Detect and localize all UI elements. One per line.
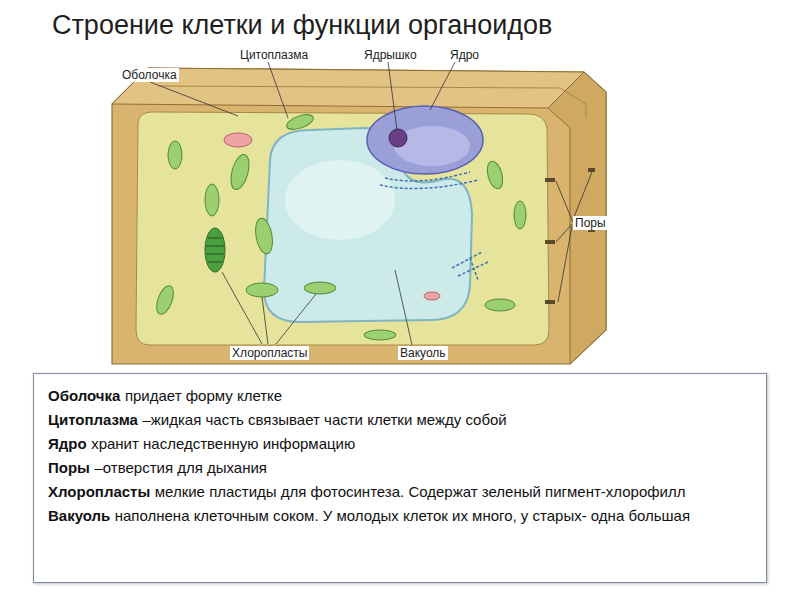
part-label: Ядро xyxy=(448,48,481,62)
organelle-term: Ядро xyxy=(48,435,87,452)
cell-wall xyxy=(112,68,606,364)
organelle-term: Цитоплазма xyxy=(48,411,138,428)
organelle-function: –жидкая часть связывает части клетки меж… xyxy=(142,411,506,428)
description-row: Поры–отверстия для дыхания xyxy=(48,456,752,480)
organelle-function: наполнена клеточным соком. У молодых кле… xyxy=(115,507,690,524)
organelle-term: Вакуоль xyxy=(48,507,110,524)
organelle-function: придает форму клетке xyxy=(125,387,282,404)
organelle-function: хранит наследственную информацию xyxy=(91,435,355,452)
description-box: Оболочка придает форму клеткеЦитоплазма–ж… xyxy=(33,373,767,583)
leader-lines xyxy=(150,62,592,345)
description-row: Оболочка придает форму клетке xyxy=(48,384,752,408)
organelle-term: Хлоропласты xyxy=(48,483,150,500)
part-label: Хлоропласты xyxy=(230,346,309,360)
organelle-term: Поры xyxy=(48,459,90,476)
part-label: Цитоплазма xyxy=(238,48,310,62)
description-row: Вакуоль наполнена клеточным соком. У моло… xyxy=(48,504,752,528)
nucleus xyxy=(367,106,483,174)
chloroplasts xyxy=(153,112,526,340)
organelle-function: –отверстия для дыхания xyxy=(94,459,267,476)
nucleolus xyxy=(389,129,407,147)
pores xyxy=(545,168,595,304)
description-row: Цитоплазма–жидкая часть связывает части … xyxy=(48,408,752,432)
organelle-function: мелкие пластиды для фотосинтеза. Содержа… xyxy=(155,483,686,500)
description-row: Хлоропласты мелкие пластиды для фотосинте… xyxy=(48,480,752,504)
part-label: Вакуоль xyxy=(398,346,448,360)
description-row: Ядрохранит наследственную информацию xyxy=(48,432,752,456)
part-label: Оболочка xyxy=(120,68,179,82)
part-label: Ядрышко xyxy=(362,48,419,62)
organelle-term: Оболочка xyxy=(48,387,120,404)
title: Строение клетки и функции органоидов xyxy=(52,10,552,41)
part-label: Поры xyxy=(573,216,608,230)
cytoplasm xyxy=(136,112,549,345)
leucoplast xyxy=(224,133,252,147)
er xyxy=(380,172,488,280)
